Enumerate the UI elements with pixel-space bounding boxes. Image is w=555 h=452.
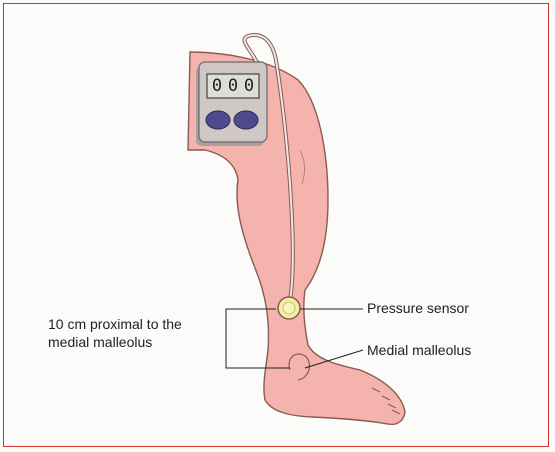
medial-malleolus-label: Medial malleolus bbox=[367, 342, 471, 359]
monitor-button-right bbox=[234, 111, 258, 129]
display-digit: 0 bbox=[212, 76, 222, 96]
pressure-monitor bbox=[196, 62, 267, 146]
monitor-button-left bbox=[206, 111, 230, 129]
display-digit: 0 bbox=[244, 76, 254, 96]
display-digit: 0 bbox=[228, 76, 238, 96]
proximal-distance-label-line1: 10 cm proximal to the bbox=[48, 316, 182, 333]
pressure-sensor-label: Pressure sensor bbox=[367, 300, 469, 317]
proximal-distance-label-line2: medial malleolus bbox=[48, 334, 152, 351]
